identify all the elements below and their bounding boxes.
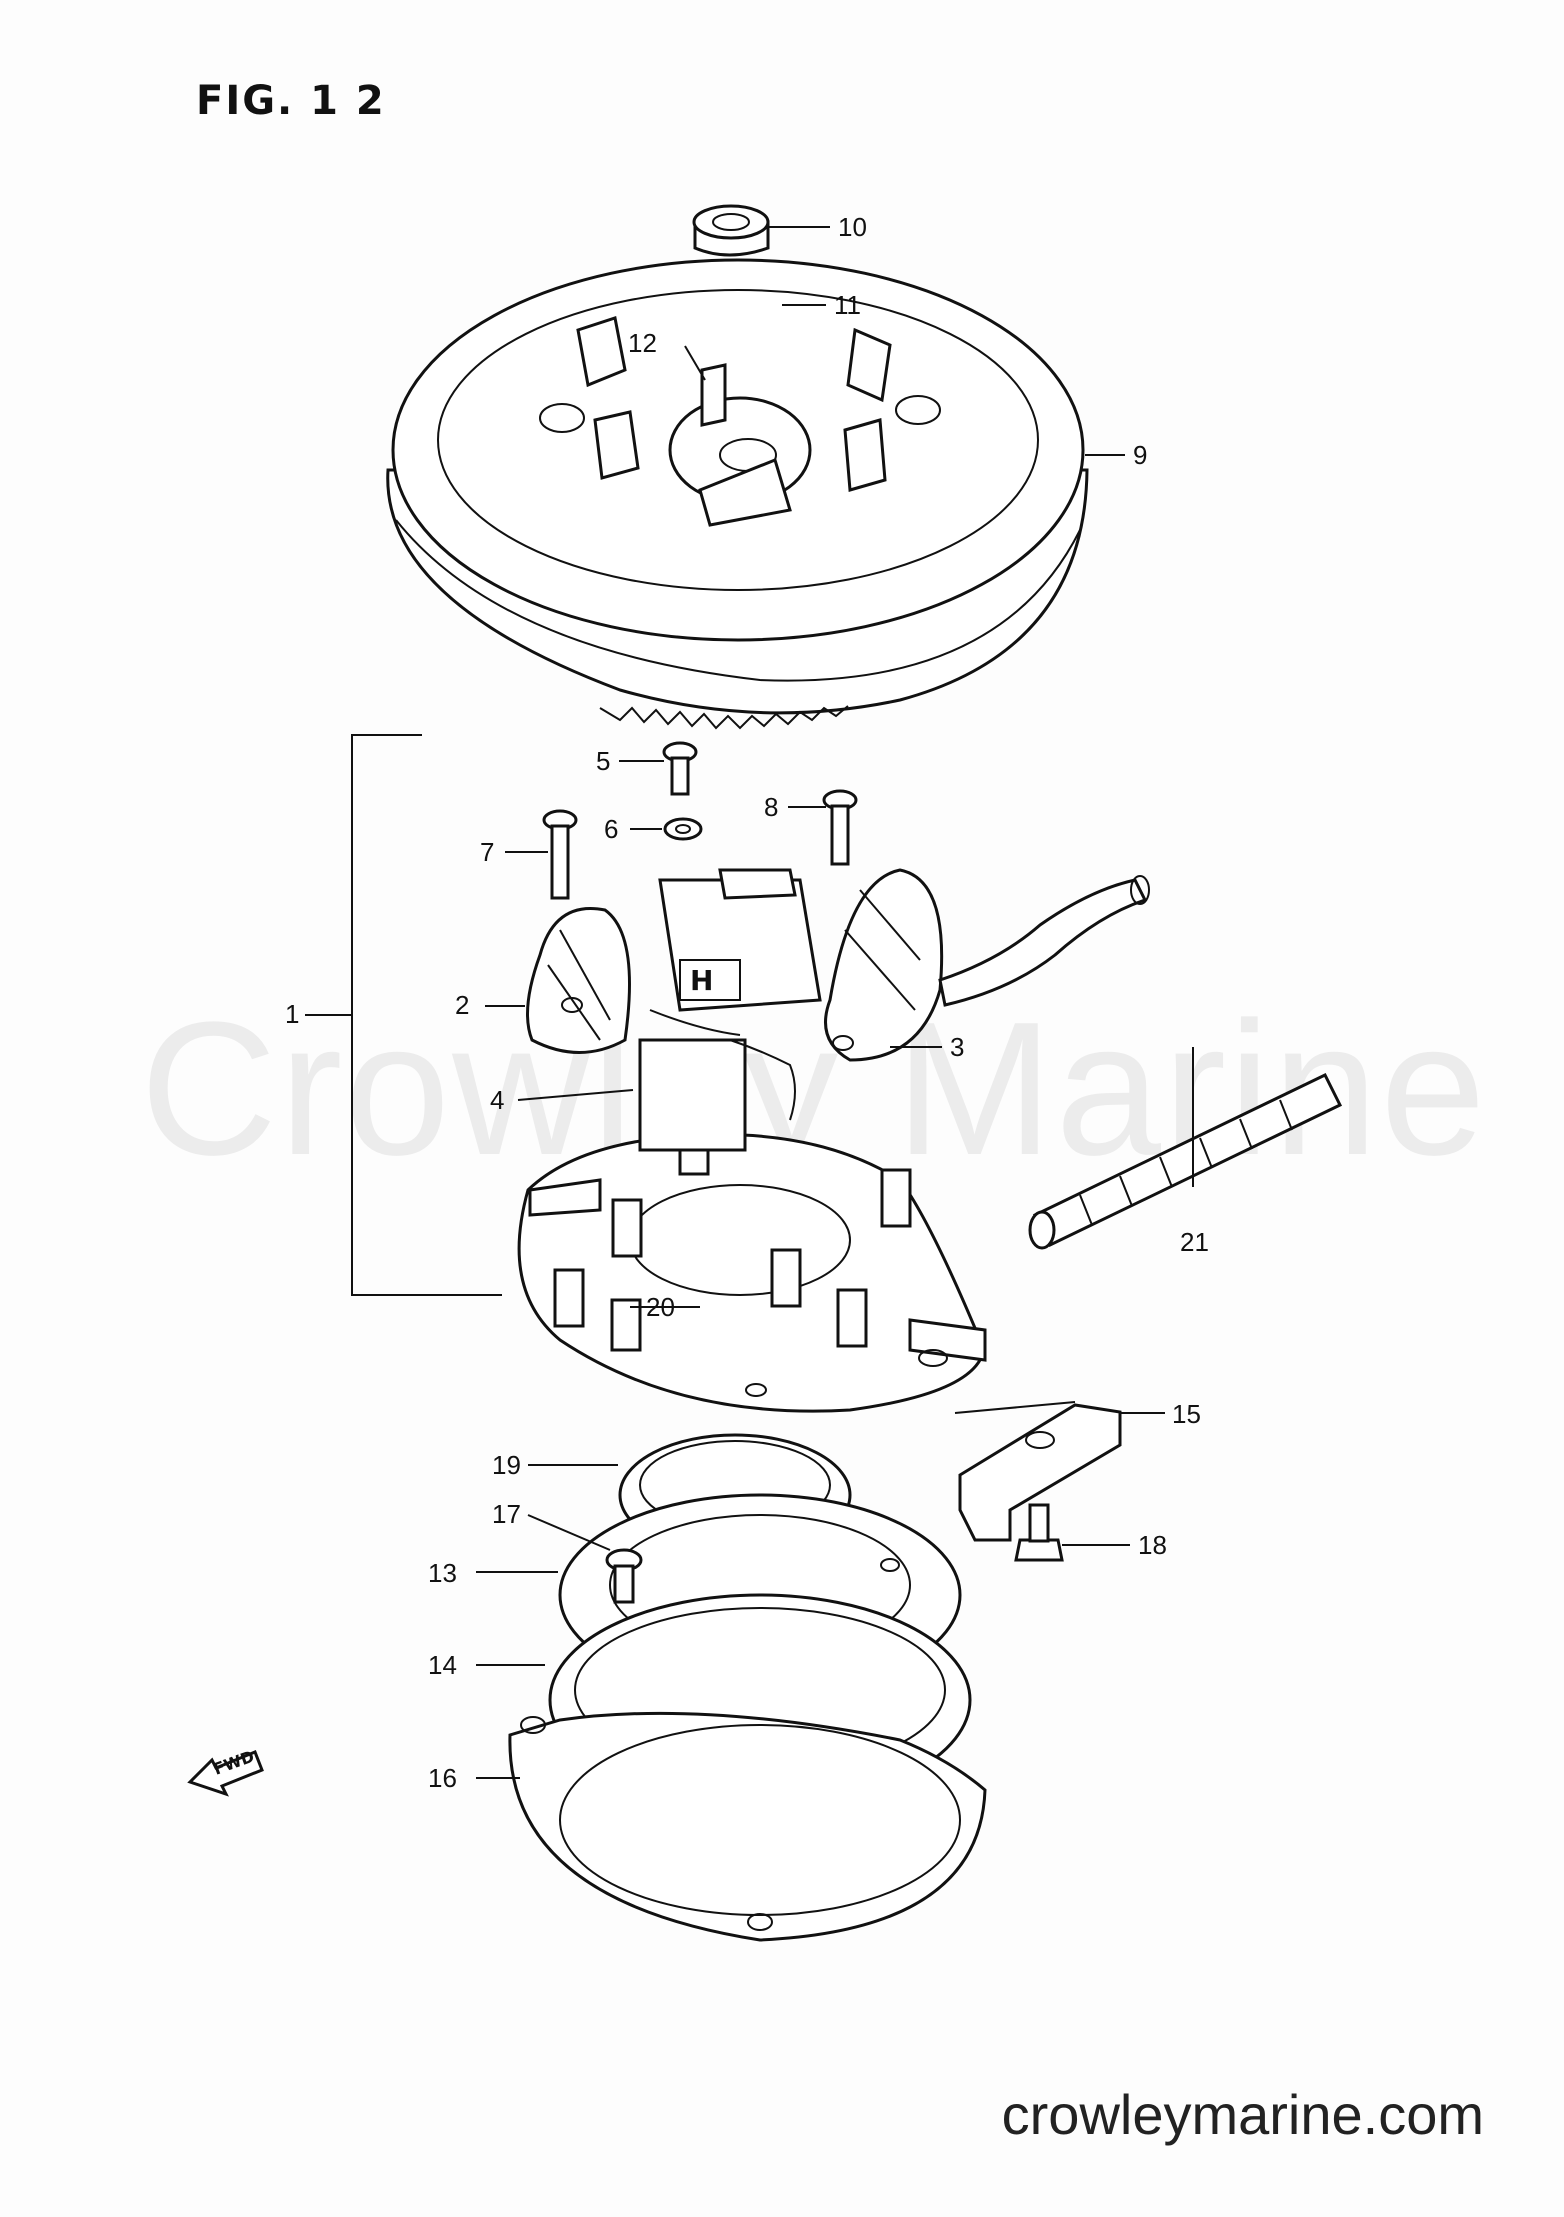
callout-4[interactable]: 4 <box>490 1085 504 1115</box>
part-wire-harness[interactable] <box>649 875 1150 1121</box>
callout-21[interactable]: 21 <box>1180 1227 1209 1257</box>
callout-2[interactable]: 2 <box>455 990 469 1020</box>
callout-18[interactable]: 18 <box>1138 1530 1167 1560</box>
callout-9[interactable]: 9 <box>1133 440 1147 470</box>
part-clip[interactable] <box>958 1403 1122 1542</box>
callout-15[interactable]: 15 <box>1172 1399 1201 1429</box>
part-stator-plate[interactable] <box>517 1133 987 1413</box>
footer-website-link[interactable]: crowleymarine.com <box>1001 2083 1484 2146</box>
callout-13[interactable]: 13 <box>428 1558 457 1588</box>
part-nut[interactable] <box>692 204 770 257</box>
part-charge-coil-left[interactable] <box>526 907 631 1054</box>
part-screw-8[interactable] <box>822 789 858 866</box>
callout-leaders <box>305 226 1194 1779</box>
callout-6[interactable]: 6 <box>604 814 618 844</box>
part-cover-16[interactable] <box>508 1711 987 1942</box>
part-protective-tube[interactable] <box>1028 1073 1343 1250</box>
callout-16[interactable]: 16 <box>428 1763 457 1793</box>
part-bolt-18[interactable] <box>1014 1503 1064 1562</box>
callout-11[interactable]: 11 <box>834 290 861 320</box>
callout-1[interactable]: 1 <box>285 999 299 1029</box>
part-flywheel[interactable] <box>386 258 1089 730</box>
part-screw-7[interactable] <box>542 809 578 900</box>
svg-text:H: H <box>690 964 713 997</box>
part-washer-6[interactable] <box>663 817 703 841</box>
callout-12[interactable]: 12 <box>628 328 657 358</box>
fwd-arrow-icon: FWD <box>187 1747 264 1797</box>
callout-3[interactable]: 3 <box>950 1032 964 1062</box>
figure-title: FIG. 1 2 <box>196 78 386 124</box>
part-key[interactable] <box>700 363 727 427</box>
callout-17[interactable]: 17 <box>492 1499 521 1529</box>
callout-5[interactable]: 5 <box>596 746 610 776</box>
assembly-bracket <box>351 734 502 1296</box>
callout-10[interactable]: 10 <box>838 212 867 242</box>
part-charge-coil-right[interactable] <box>824 868 944 1062</box>
part-screw-5[interactable] <box>662 741 698 796</box>
callout-14[interactable]: 14 <box>428 1650 457 1680</box>
callout-19[interactable]: 19 <box>492 1450 521 1480</box>
callout-labels: 1 2 3 4 5 6 7 8 9 10 11 12 13 14 15 16 1… <box>285 212 1209 1793</box>
callout-8[interactable]: 8 <box>764 792 778 822</box>
part-ignition-module[interactable]: H <box>658 868 822 1012</box>
callout-20[interactable]: 20 <box>646 1292 675 1322</box>
part-screw-17[interactable] <box>605 1548 643 1604</box>
part-pulser-coil[interactable] <box>638 1038 747 1176</box>
callout-7[interactable]: 7 <box>480 837 494 867</box>
